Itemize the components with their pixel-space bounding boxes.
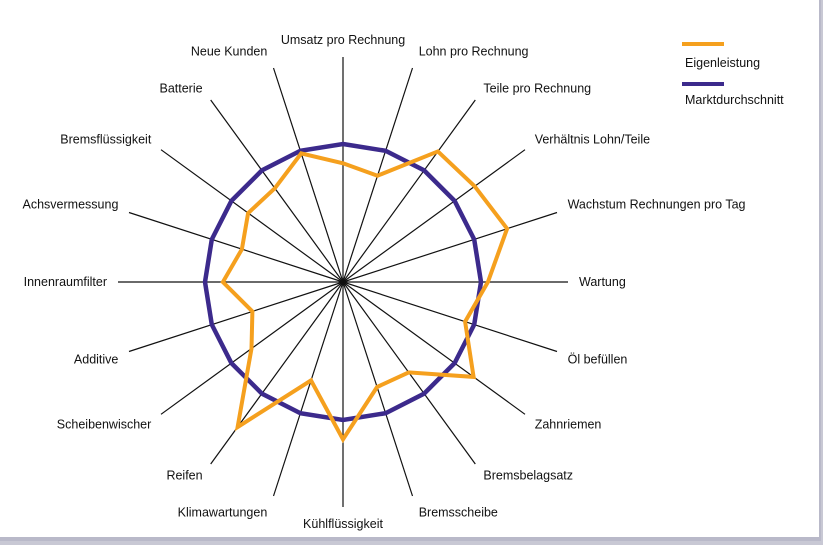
axis-label-oel-befuellen: Öl befüllen	[568, 353, 628, 367]
axis-label-kuehlfluessigkeit: Kühlflüssigkeit	[303, 517, 383, 531]
axis-label-bremsfluessigkeit: Bremsflüssigkeit	[60, 133, 152, 147]
axis-spoke-batterie	[210, 99, 344, 283]
axis-spoke-achsvermessung	[128, 211, 344, 283]
legend: Eigenleistung Marktdurchschnitt	[682, 42, 784, 107]
axis-label-umsatz-pro-rechnung: Umsatz pro Rechnung	[281, 33, 405, 47]
axis-label-lohn-pro-rechnung: Lohn pro Rechnung	[419, 44, 529, 58]
axis-label-innenraumfilter: Innenraumfilter	[24, 275, 107, 289]
axis-label-batterie: Batterie	[160, 81, 203, 95]
axis-label-wartung: Wartung	[579, 275, 626, 289]
axis-label-verhaeltnis-lohn-teile: Verhältnis Lohn/Teile	[535, 133, 650, 147]
axis-spoke-wachstum-rechnungen-pro-tag	[342, 211, 558, 283]
axis-spoke-bremsfluessigkeit	[160, 149, 344, 283]
axis-label-achsvermessung: Achsvermessung	[23, 197, 119, 211]
axis-spoke-additive	[128, 281, 344, 353]
axis-spoke-neue-kunden	[272, 67, 344, 283]
axis-label-teile-pro-rechnung: Teile pro Rechnung	[483, 81, 591, 95]
axis-label-zahnriemen: Zahnriemen	[535, 417, 602, 431]
axis-spoke-teile-pro-rechnung	[342, 99, 476, 283]
legend-label-eigenleistung: Eigenleistung	[685, 56, 760, 70]
axis-label-bremsbelagsatz: Bremsbelagsatz	[483, 469, 573, 483]
axis-label-bremsscheibe: Bremsscheibe	[419, 506, 498, 520]
axis-label-scheibenwischer: Scheibenwischer	[57, 417, 152, 431]
axis-spoke-zahnriemen	[342, 281, 526, 415]
series-layer	[202, 141, 510, 444]
axis-spoke-reifen	[210, 281, 344, 465]
legend-label-marktdurchschnitt: Marktdurchschnitt	[685, 93, 784, 107]
axis-label-additive: Additive	[74, 353, 119, 367]
axis-spoke-oel-befuellen	[342, 281, 558, 353]
axis-spoke-klimawartungen	[272, 281, 344, 497]
axis-spoke-verhaeltnis-lohn-teile	[342, 149, 526, 283]
axis-label-neue-kunden: Neue Kunden	[191, 44, 268, 58]
axis-label-reifen: Reifen	[166, 469, 202, 483]
axis-label-klimawartungen: Klimawartungen	[178, 506, 268, 520]
axis-label-wachstum-rechnungen-pro-tag: Wachstum Rechnungen pro Tag	[568, 197, 746, 211]
